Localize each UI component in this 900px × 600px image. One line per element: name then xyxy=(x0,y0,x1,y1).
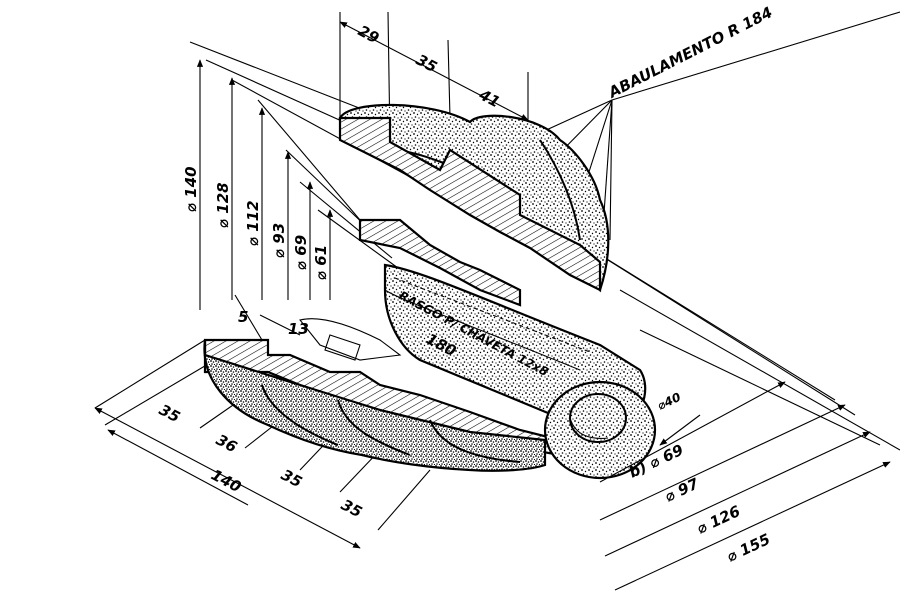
shaft-part-body xyxy=(203,103,657,480)
small-dim-13: 13 xyxy=(288,320,309,338)
top-dim-1: 29 xyxy=(355,22,382,48)
right-dim-1: ⌀40 xyxy=(655,390,683,413)
annotation-abaulamento: ABAULAMENTO R 184 xyxy=(605,3,776,102)
vertical-diameters: ⌀ 140 ⌀ 128 ⌀ 112 ⌀ 93 ⌀ 69 ⌀ 61 xyxy=(182,166,330,280)
left-small-dimensions: 5 13 xyxy=(238,308,309,338)
right-dim-3: ⌀ 97 xyxy=(662,474,702,505)
bottom-dim-4: 35 xyxy=(338,496,365,522)
vertical-dim-2: ⌀ 128 xyxy=(214,182,232,228)
right-dim-4: ⌀ 126 xyxy=(694,502,743,538)
dimension-lines xyxy=(94,21,891,591)
top-dim-3: 41 xyxy=(475,85,503,111)
bottom-dim-1: 35 xyxy=(156,401,183,427)
vertical-dim-4: ⌀ 93 xyxy=(270,223,288,258)
vertical-dim-3: ⌀ 112 xyxy=(244,200,262,246)
top-dimensions: 29 35 41 xyxy=(355,22,503,112)
vertical-dim-6: ⌀ 61 xyxy=(312,245,330,280)
vertical-dim-5: ⌀ 69 xyxy=(292,235,310,270)
vertical-dim-1: ⌀ 140 xyxy=(182,166,200,212)
bottom-total: 140 xyxy=(208,466,244,497)
small-dim-5: 5 xyxy=(238,308,248,326)
bottom-dim-2: 36 xyxy=(213,431,240,457)
